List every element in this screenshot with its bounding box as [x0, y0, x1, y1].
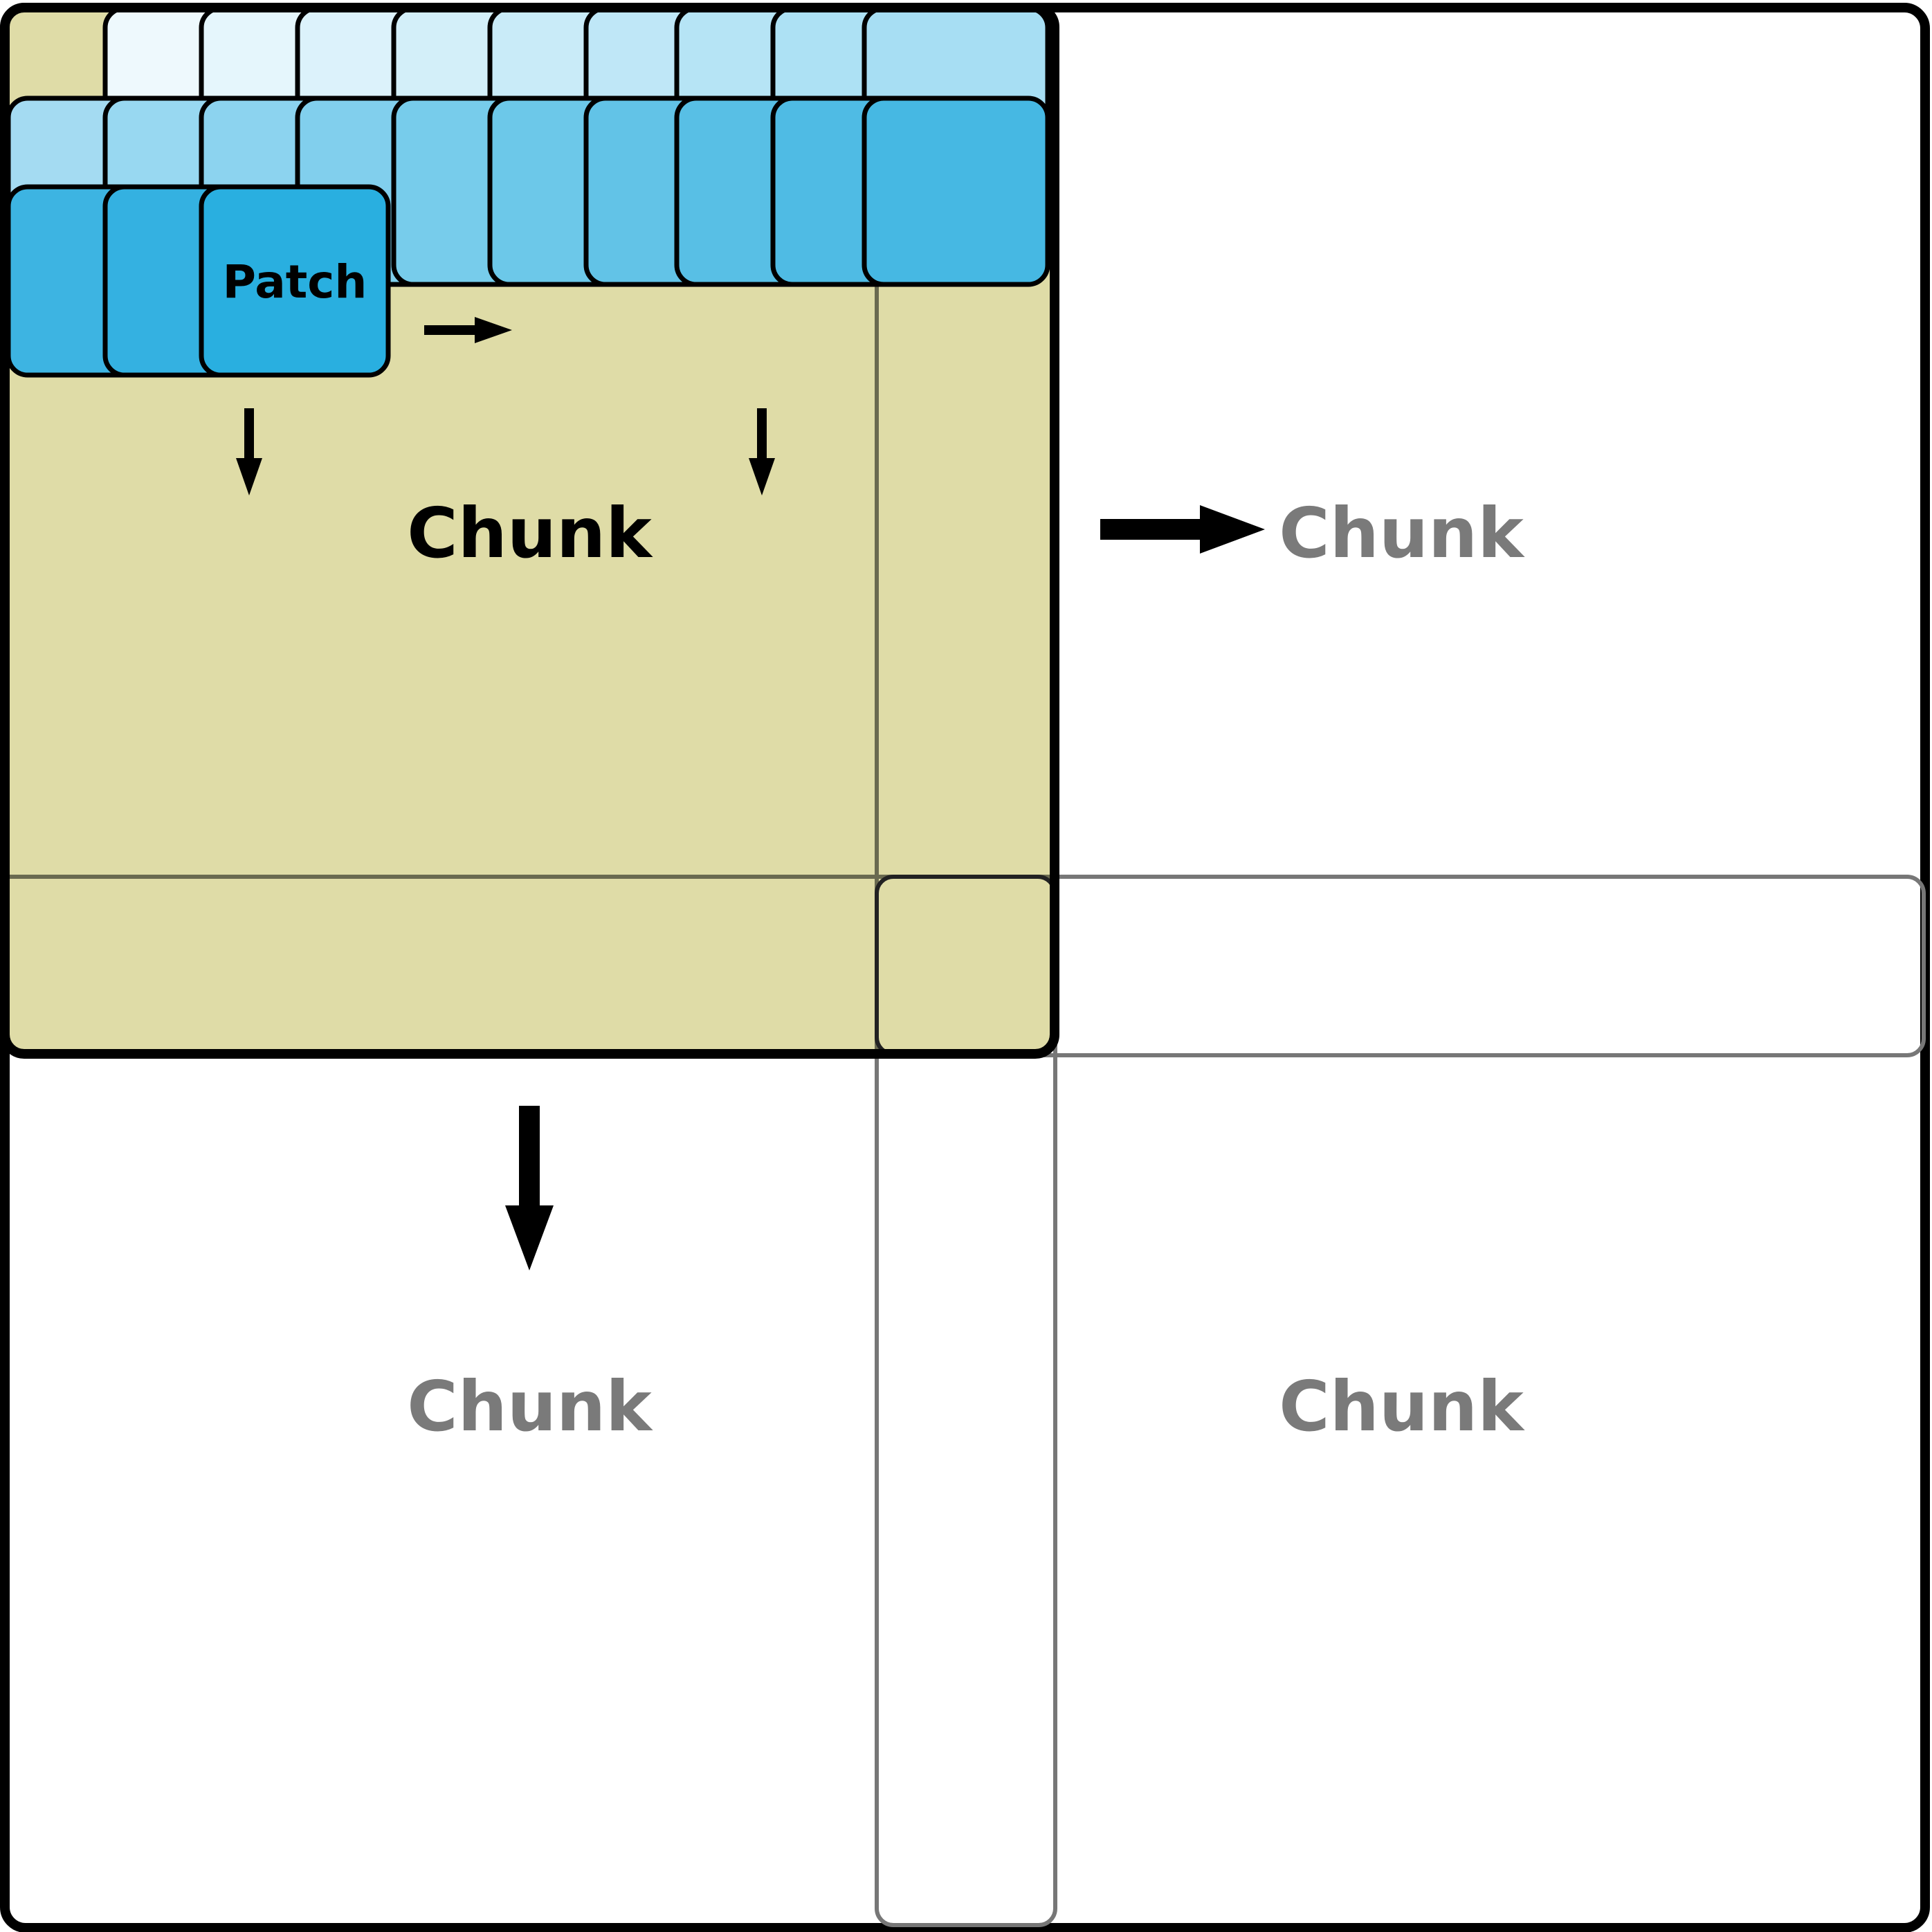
patch-step-down-arrow-left — [236, 408, 262, 495]
patch-label: Patch — [223, 255, 367, 309]
chunk-label-bottom: Chunk — [407, 1366, 653, 1447]
chunk-label-bottom-right: Chunk — [1279, 1366, 1525, 1447]
patch-grid: Patch — [6, 6, 1050, 378]
active-chunk-border — [0, 3, 1059, 1059]
patch-tile-r3-c3 — [199, 184, 391, 378]
patch-step-down-arrow-right — [749, 408, 775, 495]
patch-tile-r2-c10 — [862, 95, 1050, 287]
arrows — [236, 317, 1265, 1270]
chunk-label-right: Chunk — [1279, 493, 1525, 574]
patch-step-right-arrow — [424, 317, 512, 343]
chunk-step-right-arrow — [1100, 505, 1265, 554]
chunk-step-down-arrow — [505, 1106, 554, 1270]
chunk-label-active: Chunk — [407, 493, 653, 574]
